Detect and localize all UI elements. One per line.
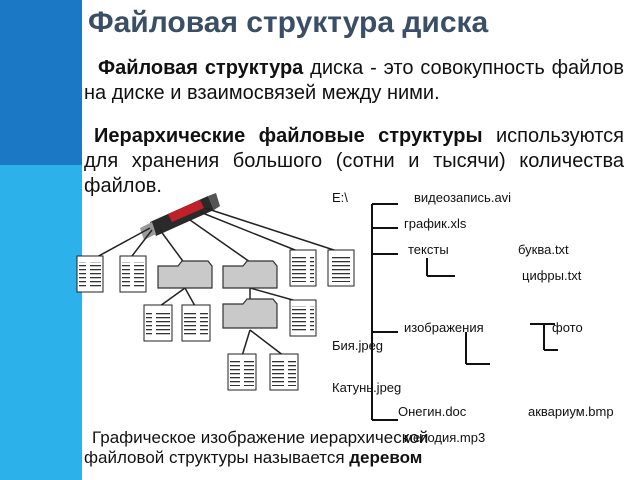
document-icon bbox=[181, 304, 211, 342]
tree-file-label: Катунь.jpeg bbox=[332, 380, 402, 395]
tree-file-label: график.xls bbox=[404, 216, 467, 231]
document-icon bbox=[119, 255, 147, 293]
usb-drive-icon bbox=[140, 193, 220, 240]
tree-connectors bbox=[94, 207, 341, 357]
folder-icon bbox=[222, 260, 278, 289]
definition-term: Файловая структура bbox=[98, 57, 304, 79]
document-icon bbox=[289, 299, 317, 337]
caption-term: деревом bbox=[349, 448, 423, 467]
tree-folder-label: изображения bbox=[404, 320, 484, 335]
tree-file-label: видеозапись.avi bbox=[414, 190, 512, 205]
document-icon bbox=[289, 249, 317, 287]
caption-text: Графическое изображение иерархической фа… bbox=[84, 428, 429, 467]
document-icon bbox=[143, 304, 173, 342]
sidebar-top-band bbox=[0, 0, 82, 165]
page-title: Файловая структура диска bbox=[88, 6, 489, 39]
tree-file-label: цифры.txt bbox=[522, 268, 582, 283]
definition-text: диска - это совокупность файлов на диске… bbox=[84, 57, 624, 104]
tree-file-label: буква.txt bbox=[518, 242, 569, 257]
tree-file-label: мелодия.mp3 bbox=[404, 430, 486, 445]
definition-paragraph: Файловая структура диска - это совокупно… bbox=[84, 56, 624, 106]
document-icon bbox=[76, 255, 104, 293]
text-tree-brackets bbox=[371, 203, 558, 421]
tree-drive-label: E:\ bbox=[332, 190, 348, 205]
folder-icons bbox=[157, 260, 278, 329]
sidebar-bottom-band bbox=[0, 165, 82, 480]
sidebar-decoration bbox=[0, 0, 82, 480]
tree-folder-label: тексты bbox=[408, 242, 449, 257]
tree-folder-label: фото bbox=[552, 320, 583, 335]
folder-icon bbox=[157, 260, 213, 289]
hierarchy-term: Иерархические файловые структуры bbox=[94, 125, 483, 147]
document-icon bbox=[327, 249, 355, 287]
document-icon bbox=[269, 353, 299, 391]
document-icons bbox=[76, 249, 355, 391]
tree-file-label: Бия.jpeg bbox=[332, 338, 384, 353]
hierarchy-text: используются для хранения большого (сотн… bbox=[84, 125, 625, 197]
tree-file-label: Онегин.doc bbox=[398, 404, 467, 419]
caption-paragraph: Графическое изображение иерархической фа… bbox=[84, 428, 434, 468]
document-icon bbox=[227, 353, 257, 391]
hierarchy-paragraph: Иерархические файловые структуры использ… bbox=[84, 124, 624, 199]
tree-file-label: аквариум.bmp bbox=[528, 404, 614, 419]
folder-icon bbox=[222, 298, 278, 329]
